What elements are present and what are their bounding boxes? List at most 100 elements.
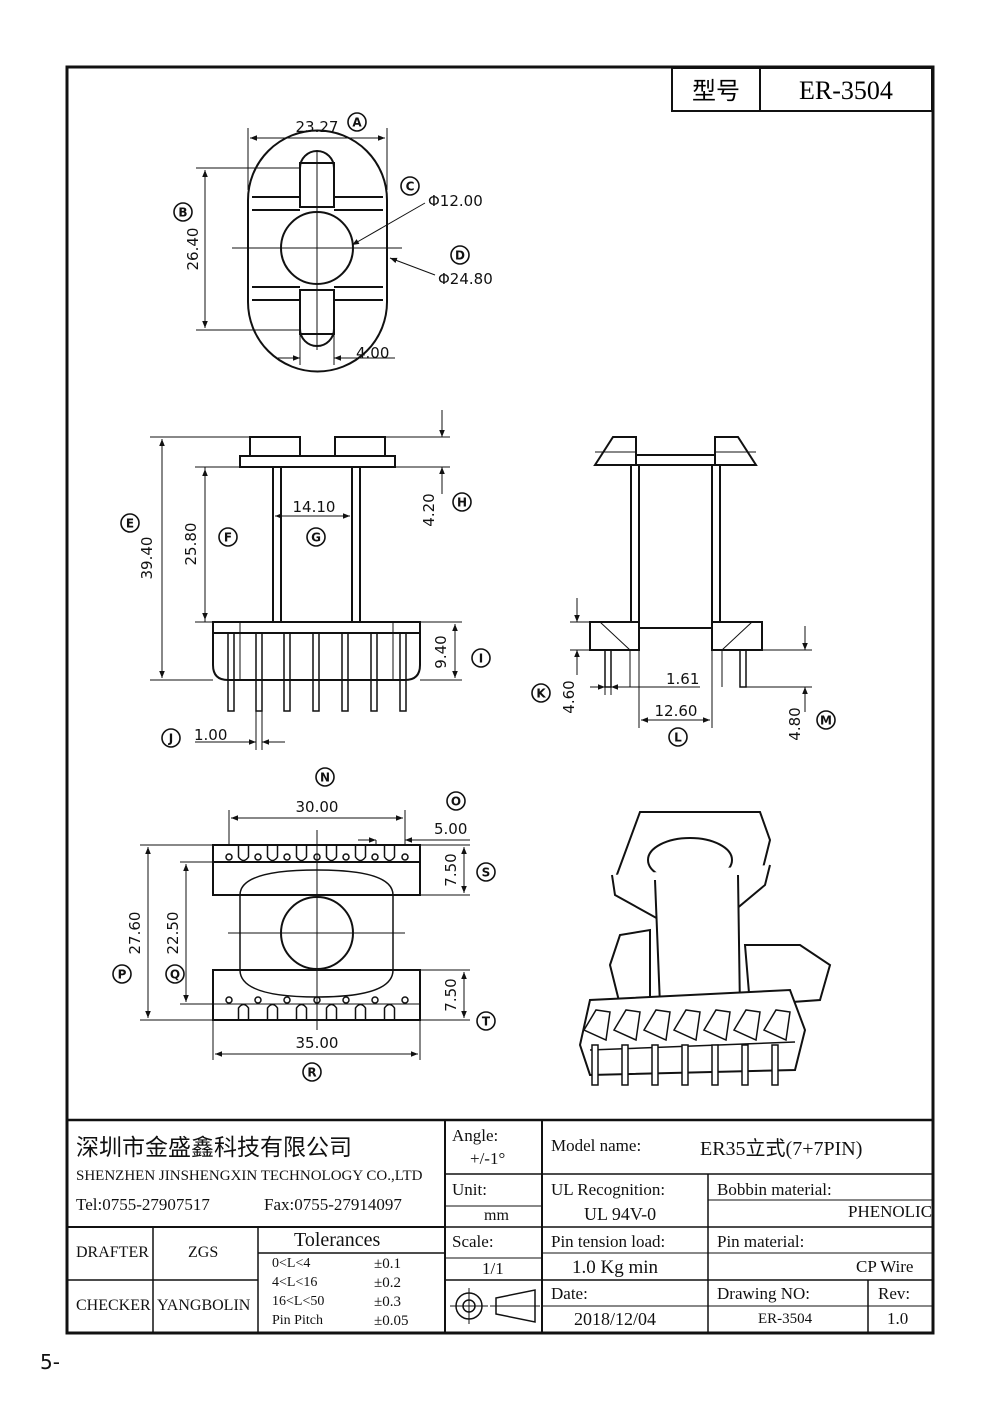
dim-s: 7.50: [442, 853, 460, 886]
title-block-grid: [67, 1118, 933, 1333]
callout-m: M: [816, 710, 836, 730]
model-name-value: ER35立式(7+7PIN): [700, 1138, 863, 1160]
callout-q: Q: [165, 964, 185, 984]
date-label: Date:: [551, 1284, 588, 1303]
callout-e: E: [120, 513, 140, 533]
dim-t: 7.50: [442, 978, 460, 1011]
rev-label: Rev:: [878, 1284, 911, 1303]
drawing-no-label: Drawing NO:: [717, 1284, 811, 1303]
pin-slot: [371, 845, 396, 1020]
dim-q: 22.50: [164, 912, 182, 955]
svg-text:B: B: [178, 206, 187, 220]
iso-pin: [762, 1009, 791, 1086]
angle-label: Angle:: [452, 1126, 499, 1145]
dim-p: 27.60: [126, 912, 144, 955]
svg-text:J: J: [168, 732, 173, 746]
dim-pin: 1.61: [666, 670, 699, 688]
callout-b: B: [173, 202, 193, 222]
ul-value: UL 94V-0: [584, 1204, 657, 1224]
ul-label: UL Recognition:: [551, 1180, 666, 1199]
callout-o: O: [446, 791, 466, 811]
iso-pin: [642, 1009, 671, 1086]
pin-material-value: CP Wire: [856, 1257, 914, 1276]
drafter-label: DRAFTER: [76, 1244, 149, 1261]
dim-slot: 4.00: [356, 344, 389, 362]
dim-i: 9.40: [432, 635, 450, 668]
svg-text:E: E: [126, 517, 134, 531]
bobbin-material-value: PHENOLIC: [848, 1202, 933, 1221]
iso-pin: [732, 1009, 761, 1086]
dim-o: 5.00: [434, 820, 467, 838]
page-number: 5-: [40, 1350, 60, 1374]
iso-pin: [672, 1009, 701, 1086]
callout-j: J: [161, 728, 181, 748]
checker-label: CHECKER: [76, 1297, 151, 1314]
callout-t: T: [476, 1011, 496, 1031]
unit-value: mm: [484, 1207, 509, 1224]
svg-text:O: O: [451, 795, 461, 809]
checker-value: YANGBOLIN: [157, 1297, 251, 1314]
dim-g: 14.10: [293, 498, 336, 516]
svg-text:A: A: [352, 116, 362, 130]
dim-a: 23.27: [296, 118, 339, 136]
svg-text:G: G: [311, 531, 321, 545]
drawing-no-value: ER-3504: [758, 1311, 813, 1327]
callout-p: P: [112, 964, 132, 984]
isometric-pins: [582, 1009, 791, 1086]
unit-label: Unit:: [452, 1180, 487, 1199]
svg-text:M: M: [820, 714, 832, 728]
dim-m: 4.80: [786, 707, 804, 740]
tolerance-range: Pin Pitch: [272, 1313, 323, 1328]
tolerance-value: ±0.1: [374, 1256, 401, 1272]
front-view: [150, 410, 462, 750]
svg-text:H: H: [457, 496, 467, 510]
svg-text:R: R: [307, 1066, 316, 1080]
svg-text:Q: Q: [170, 968, 180, 982]
dim-j: 1.00: [194, 726, 227, 744]
callout-d: D: [450, 245, 470, 265]
svg-text:S: S: [482, 866, 491, 880]
pin-tension-value: 1.0 Kg min: [572, 1257, 659, 1278]
company-name-en: SHENZHEN JINSHENGXIN TECHNOLOGY CO.,LTD: [76, 1168, 423, 1184]
date-value: 2018/12/04: [574, 1309, 657, 1329]
svg-text:I: I: [479, 652, 483, 666]
callout-n: N: [315, 767, 335, 787]
svg-text:T: T: [482, 1015, 491, 1029]
dim-c: Φ12.00: [428, 192, 483, 210]
iso-pin: [702, 1009, 731, 1086]
drawing-border: [65, 65, 935, 1335]
pin-tension-label: Pin tension load:: [551, 1232, 666, 1251]
svg-text:K: K: [536, 687, 546, 701]
tolerance-range: 16<L<50: [272, 1294, 325, 1309]
iso-pin: [582, 1009, 611, 1086]
dim-n: 30.00: [296, 798, 339, 816]
callout-i: I: [471, 648, 491, 668]
pin-slot: [313, 845, 338, 1020]
scale-value: 1/1: [482, 1259, 504, 1278]
callout-g: G: [306, 527, 326, 547]
company-fax: Fax:0755-27914097: [264, 1195, 402, 1214]
rev-value: 1.0: [887, 1309, 909, 1328]
tolerance-value: ±0.3: [374, 1294, 401, 1310]
company-tel: Tel:0755-27907517: [76, 1195, 210, 1214]
callout-l: L: [668, 727, 688, 747]
dim-b: 26.40: [184, 228, 202, 271]
svg-text:N: N: [320, 771, 330, 785]
model-header-box: 型号 ER-3504: [671, 67, 933, 112]
pin-slot: [342, 845, 367, 1020]
tolerance-value: ±0.05: [374, 1313, 409, 1329]
dim-d: Φ24.80: [438, 270, 493, 288]
bottom-view-pin-slots: [225, 845, 409, 1020]
callout-c: C: [400, 176, 420, 196]
isometric-view: [578, 811, 832, 1077]
svg-text:P: P: [118, 968, 127, 982]
dim-k: 4.60: [560, 680, 578, 713]
callout-h: H: [452, 492, 472, 512]
dim-r: 35.00: [296, 1034, 339, 1052]
pin-slot: [401, 853, 409, 1004]
top-view: [196, 128, 436, 373]
model-name-label: Model name:: [551, 1136, 642, 1155]
callout-k: K: [531, 683, 551, 703]
